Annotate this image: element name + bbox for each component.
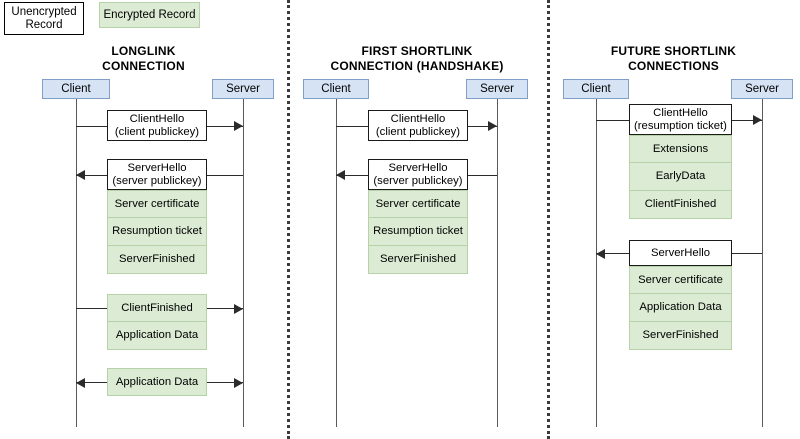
actor-server[interactable]: Server	[731, 79, 793, 99]
legend-unencrypted-label: Unencrypted Record	[11, 5, 77, 31]
arrow-head-left-icon	[76, 377, 85, 388]
message-box[interactable]: Application Data	[107, 322, 207, 350]
message-box[interactable]: ClientFinished	[107, 294, 207, 322]
message-label: ClientFinished	[121, 301, 193, 314]
message-box[interactable]: Resumption ticket	[368, 218, 468, 246]
message-group: ClientHello (client publickey)	[107, 110, 207, 141]
arrow-head-right-icon	[234, 377, 243, 388]
message-box[interactable]: Extensions	[629, 135, 732, 163]
arrow-head-left-icon	[596, 248, 605, 259]
separator-1	[287, 0, 290, 439]
message-label: Application Data	[115, 329, 199, 341]
message-box[interactable]: Server certificate	[107, 190, 207, 218]
message-box[interactable]: EarlyData	[629, 163, 732, 191]
message-label: EarlyData	[655, 170, 706, 182]
lifeline-client	[76, 99, 77, 427]
message-group: ClientHello (resumption ticket) Extension…	[629, 104, 732, 219]
actor-client-label: Client	[61, 83, 91, 95]
arrow-head-right-icon	[234, 121, 243, 131]
message-label: Application Data	[115, 375, 199, 388]
message-box[interactable]: Server certificate	[629, 266, 732, 294]
message-box[interactable]: ClientHello (client publickey)	[368, 110, 468, 141]
arrow-head-right-icon	[234, 303, 243, 314]
lifeline-client	[596, 99, 597, 427]
legend-encrypted-record: Encrypted Record	[99, 2, 200, 28]
message-label: Server certificate	[114, 197, 200, 210]
actor-server-label: Server	[226, 83, 260, 95]
actor-client-label: Client	[321, 83, 351, 95]
arrow-head-left-icon	[336, 170, 345, 180]
actor-client[interactable]: Client	[563, 79, 629, 99]
message-label: ServerFinished	[119, 253, 195, 265]
message-label: Application Data	[639, 301, 722, 313]
message-label: ClientFinished	[644, 198, 717, 210]
message-box[interactable]: ClientHello (resumption ticket)	[629, 104, 732, 135]
message-box[interactable]: ServerHello	[629, 240, 732, 266]
actor-client-label: Client	[581, 83, 611, 95]
message-box[interactable]: ServerHello (server publickey)	[107, 159, 207, 190]
actor-server-label: Server	[480, 83, 514, 95]
message-group: ServerHello (server publickey) Server cer…	[368, 159, 468, 274]
actor-server[interactable]: Server	[466, 79, 528, 99]
actor-server[interactable]: Server	[212, 79, 274, 99]
message-box[interactable]: ClientFinished	[629, 191, 732, 219]
message-box[interactable]: ServerFinished	[368, 246, 468, 274]
lifeline-client	[336, 99, 337, 427]
message-box[interactable]: ServerFinished	[629, 322, 732, 350]
message-group: ClientHello (client publickey)	[368, 110, 468, 141]
message-label: Server certificate	[638, 273, 723, 286]
lifeline-server	[243, 99, 244, 427]
lifeline-server	[762, 99, 763, 427]
actor-server-label: Server	[745, 83, 779, 95]
message-group: ServerHello (server publickey) Server cer…	[107, 159, 207, 274]
actor-client[interactable]: Client	[303, 79, 369, 99]
message-group: Application Data	[107, 368, 207, 396]
legend-unencrypted-record: Unencrypted Record	[4, 2, 84, 35]
message-label: Resumption ticket	[112, 225, 202, 237]
arrow-head-right-icon	[488, 121, 497, 131]
message-box[interactable]: Application Data	[629, 294, 732, 322]
actor-client[interactable]: Client	[42, 79, 110, 99]
message-box[interactable]: ServerFinished	[107, 246, 207, 274]
message-label: ServerHello	[650, 246, 711, 259]
message-box[interactable]: ServerHello (server publickey)	[368, 159, 468, 190]
message-label: Server certificate	[375, 197, 461, 210]
message-label: ServerFinished	[380, 253, 456, 265]
message-label: ClientHello (resumption ticket)	[634, 106, 727, 132]
arrow-head-right-icon	[753, 115, 762, 125]
message-box[interactable]: ClientHello (client publickey)	[107, 110, 207, 141]
separator-2	[547, 0, 550, 439]
message-label: ServerFinished	[642, 329, 719, 341]
message-label: ServerHello (server publickey)	[112, 161, 202, 187]
message-box[interactable]: Resumption ticket	[107, 218, 207, 246]
message-box[interactable]: Application Data	[107, 368, 207, 396]
message-label: ClientHello (client publickey)	[375, 112, 461, 138]
message-box[interactable]: Server certificate	[368, 190, 468, 218]
message-label: Resumption ticket	[373, 225, 463, 237]
message-label: ServerHello (server publickey)	[373, 161, 463, 187]
legend-encrypted-label: Encrypted Record	[103, 8, 196, 21]
message-label: Extensions	[652, 142, 709, 155]
arrow-head-left-icon	[76, 170, 85, 180]
message-label: ClientHello (client publickey)	[114, 112, 200, 138]
lifeline-server	[497, 99, 498, 427]
